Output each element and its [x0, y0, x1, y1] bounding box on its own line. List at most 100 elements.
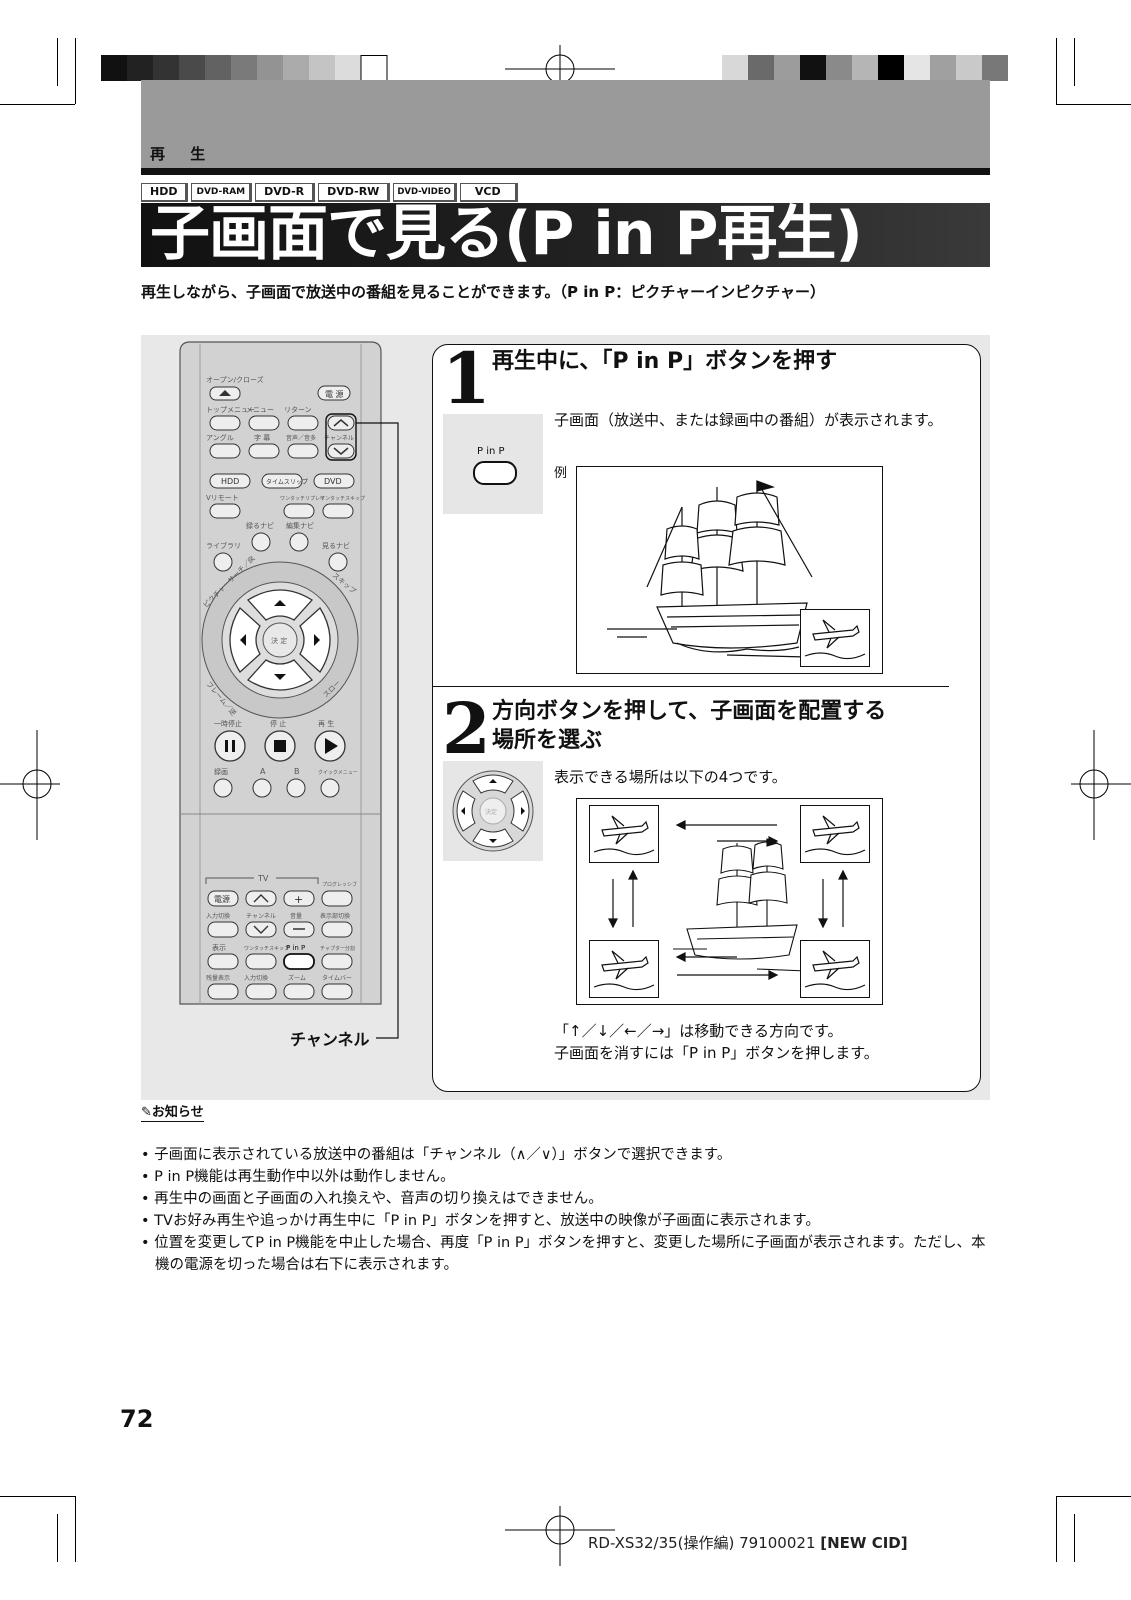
position-diagram-drawing — [608, 820, 848, 980]
pinp-remote-label: P in P — [286, 944, 305, 952]
position-diagram — [576, 798, 883, 1005]
channel-callout-label: チャンネル — [290, 1030, 370, 1049]
pinp-button — [473, 461, 517, 485]
crop-mark — [1074, 1514, 1075, 1562]
angle-label: アングル — [206, 433, 234, 442]
footer-text: RD-XS32/35(操作編) 79100021 — [588, 1534, 816, 1552]
step-2-number: 2 — [442, 687, 491, 770]
crop-mark — [1056, 38, 1057, 104]
display-switch-label: 表示部切換 — [320, 912, 350, 920]
power-label: 電 源 — [325, 390, 344, 399]
note-item: 子画面に表示されている放送中の番組は「チャンネル（∧／∨）」ボタンで選択できます… — [141, 1144, 991, 1166]
step-2-note-line-1: 「↑／↓／←／→」は移動できる方向です。 — [554, 1022, 843, 1040]
arrow-down-icon — [489, 839, 497, 843]
dvd-label: DVD — [324, 477, 342, 486]
sub-screen-bottom-left — [589, 940, 659, 998]
notes-list: 子画面に表示されている放送中の番組は「チャンネル（∧／∨）」ボタンで選択できます… — [141, 1144, 991, 1276]
library-label: ライブラリ — [206, 541, 241, 550]
crop-mark — [57, 1514, 58, 1562]
input-label: 入力切換 — [206, 912, 230, 920]
tv-label: TV — [257, 874, 269, 883]
airplane-icon — [804, 619, 866, 660]
pinp-button-label: P in P — [477, 446, 505, 457]
registration-target-bottom — [505, 1506, 615, 1566]
arrow-right-icon — [521, 807, 525, 815]
airplane-icon — [804, 950, 866, 991]
media-tag-dvd-video: DVD-VIDEO — [393, 183, 457, 202]
crop-mark — [0, 104, 75, 105]
media-tag-dvd-rw: DVD-RW — [318, 183, 391, 202]
step-1-number: 1 — [442, 337, 491, 420]
ship-picture — [607, 480, 813, 658]
progressive-label: プログレッシブ — [322, 881, 357, 888]
media-tag-vcd: VCD — [459, 183, 518, 202]
svg-text:+: + — [294, 893, 303, 906]
arrow-right-icon — [314, 634, 320, 646]
return-label: リターン — [284, 405, 312, 414]
media-tag-dvd-r: DVD-R — [255, 183, 316, 202]
remote-control-illustration: オープン/クローズ 電 源 トップメニュー メニュー リターン アングル 字 幕… — [179, 341, 399, 1039]
crop-mark — [75, 1496, 76, 1562]
one-touch-skip-label: ワンタッチスキップ — [320, 495, 365, 502]
enter-label: 決 定 — [271, 636, 287, 645]
v-remote-label: Vリモート — [206, 494, 239, 502]
one-touch-skip2-label: ワンタッチスキップ — [244, 945, 289, 952]
header-rule — [141, 168, 990, 175]
arrow-up-icon — [274, 600, 286, 606]
remaining-label: 残量表示 — [206, 974, 230, 982]
stop-label: 停 止 — [270, 719, 286, 728]
crop-mark — [57, 38, 58, 86]
arrow-up-icon — [489, 779, 497, 783]
direction-button-illustration: 決定 — [443, 761, 543, 861]
step-2-title-line-1: 方向ボタンを押して、子画面を配置する — [492, 699, 887, 724]
menu-label: メニュー — [246, 406, 274, 414]
edit-navi-label: 編集ナビ — [286, 521, 314, 530]
arrow-left-icon — [461, 807, 465, 815]
notes-heading: ✎お知らせ — [141, 1101, 204, 1122]
airplane-icon — [804, 815, 866, 856]
crop-mark — [1056, 1496, 1057, 1562]
sub-screen-top-left — [589, 805, 659, 863]
note-item: 位置を変更してP in P機能を中止した場合、再度「P in P」ボタンを押すと… — [141, 1232, 991, 1276]
footer: RD-XS32/35(操作編) 79100021 [NEW CID] — [588, 1532, 908, 1553]
title-bar — [141, 203, 990, 267]
display-label: 表示 — [212, 943, 226, 952]
play-icon — [325, 738, 338, 754]
b-label: B — [294, 767, 300, 776]
rec-navi-label: 録るナビ — [246, 521, 274, 530]
intro-text: 再生しながら、子画面で放送中の番組を見ることができます。（P in P：ピクチャ… — [141, 283, 825, 301]
play-label: 再 生 — [318, 719, 334, 728]
channel-callout-line — [356, 422, 399, 1039]
channel-down-icon — [333, 447, 349, 455]
sub-screen-top-right — [800, 805, 870, 863]
sub-screen-bottom-right — [800, 609, 870, 667]
zoom-label: ズーム — [288, 974, 306, 982]
registration-target-right — [1071, 730, 1131, 840]
arrow-down-icon — [274, 674, 286, 680]
airplane-icon — [593, 950, 655, 991]
hdd-label: HDD — [221, 477, 239, 486]
page-number: 72 — [120, 1405, 154, 1433]
one-touch-replay-label: ワンタッチリプレイ — [280, 495, 325, 502]
color-bar-left — [101, 55, 388, 81]
crop-mark — [0, 1496, 75, 1497]
top-menu-label: トップメニュー — [206, 406, 255, 414]
media-tag-dvd-ram: DVD-RAM — [191, 183, 253, 202]
step-2-text: 表示できる場所は以下の4つです。 — [554, 768, 787, 786]
page-title: 子画面で見る(P in P再生) — [150, 199, 863, 269]
color-bar-right — [722, 55, 1008, 81]
channel-label-small: チャンネル — [324, 435, 354, 442]
enter-button-label: 決定 — [485, 808, 497, 816]
pause-label: 一時停止 — [214, 719, 242, 728]
quick-menu-label: クイックメニュー — [318, 770, 358, 776]
open-close-label: オープン/クローズ — [206, 375, 264, 384]
volume-label: 音量 — [290, 912, 302, 920]
subtitle-label: 字 幕 — [254, 433, 270, 442]
record-label: 録画 — [214, 767, 228, 776]
pinp-button-illustration: P in P — [443, 414, 543, 514]
step-2-note-line-2: 子画面を消すには「P in P」ボタンを押します。 — [554, 1044, 879, 1062]
pencil-icon: ✎ — [141, 1105, 152, 1120]
crop-mark — [75, 38, 76, 104]
channel-up-icon — [333, 419, 349, 427]
media-tags: HDD DVD-RAM DVD-R DVD-RW DVD-VIDEO VCD — [141, 183, 518, 202]
